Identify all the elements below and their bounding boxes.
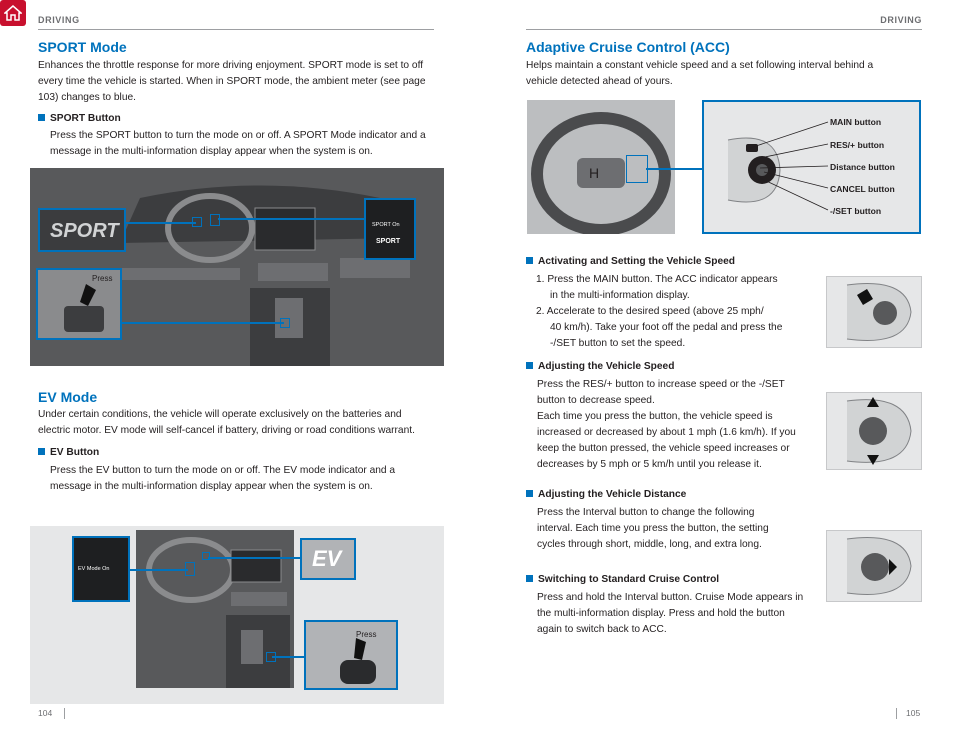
acc-section-heading: Activating and Setting the Vehicle Speed (526, 255, 735, 269)
ev-button-heading: EV Button (38, 446, 99, 460)
left-running-head: DRIVING (38, 15, 80, 25)
ev-indicator-callout: EV Mode On (72, 536, 130, 602)
left-page-number: 104 (38, 708, 53, 718)
sport-indicator-callout: SPORT On SPORT (364, 198, 416, 260)
sport-marker (210, 214, 220, 226)
sport-press-label: Press (92, 274, 113, 283)
acc-step-line: -/SET button to set the speed. (550, 338, 686, 349)
acc-label-main: MAIN button (830, 117, 882, 127)
ev-button-text: Press the EV button to turn the mode on … (50, 465, 396, 492)
bullet-square (526, 575, 533, 582)
ev-press-label: Press (356, 630, 377, 639)
steering-wheel-illustration: H (527, 100, 675, 234)
sport-logo-callout: SPORT (38, 208, 126, 252)
acc-thumbnail-distance (826, 530, 922, 602)
home-button[interactable] (0, 0, 26, 26)
ev-press-arrow-icon (340, 638, 376, 684)
acc-label-res: RES/+ button (830, 140, 885, 150)
acc-paragraph: Press the RES/+ button to increase speed… (537, 379, 785, 406)
acc-marker (626, 155, 648, 183)
acc-label-cancel: CANCEL button (830, 184, 895, 194)
acc-switch-cluster-icon (727, 137, 781, 203)
ev-marker (185, 562, 195, 576)
sport-button-heading: SPORT Button (38, 112, 121, 126)
ev-intro: Under certain conditions, the vehicle wi… (38, 409, 415, 436)
footer-divider (896, 708, 897, 719)
ev-title: EV Mode (38, 389, 98, 405)
svg-text:H: H (589, 165, 599, 181)
acc-step-line: in the multi-information display. (550, 290, 690, 301)
ev-button-callout: Press (304, 620, 398, 690)
bullet-square (526, 257, 533, 264)
acc-paragraph: Press the Interval button to change the … (537, 507, 769, 550)
distance-button-press-icon (846, 537, 912, 595)
sport-marker (192, 217, 202, 227)
res-set-press-icon (846, 397, 912, 465)
acc-leader-lines (750, 121, 829, 211)
acc-thumbnail-speed (826, 392, 922, 470)
ev-mode-on-indicator: EV Mode On (78, 566, 110, 572)
acc-step-line: 2. Accelerate to the desired speed (abov… (536, 306, 764, 317)
acc-intro: Helps maintain a constant vehicle speed … (526, 60, 874, 87)
sport-display-text: SPORT (376, 238, 401, 245)
acc-thumbnail-main (826, 276, 922, 348)
ev-dashboard-illustration (136, 530, 294, 688)
acc-label-distance: Distance button (830, 162, 895, 172)
sport-button-text: Press the SPORT button to turn the mode … (50, 130, 426, 157)
ev-logo: EV (312, 546, 342, 571)
main-button-press-icon (846, 283, 912, 341)
acc-label-set: -/SET button (830, 206, 882, 216)
right-page-number: 105 (906, 708, 921, 718)
acc-steering-photo: H (527, 100, 675, 234)
sport-button-callout: Press (36, 268, 122, 340)
acc-section-heading: Adjusting the Vehicle Distance (526, 488, 686, 502)
ev-logo-callout: EV (300, 538, 356, 580)
bullet-square (38, 114, 45, 121)
acc-section-heading: Switching to Standard Cruise Control (526, 573, 719, 587)
acc-step-line: 1. Press the MAIN button. The ACC indica… (536, 274, 778, 285)
bullet-square (526, 490, 533, 497)
home-icon (4, 5, 22, 21)
acc-paragraph: Press and hold the Interval button. Crui… (537, 592, 804, 635)
acc-step-line: 40 km/h). Take your foot off the pedal a… (550, 322, 783, 333)
sport-title: SPORT Mode (38, 39, 127, 55)
acc-paragraph: Each time you press the button, the vehi… (537, 411, 796, 470)
sport-on-indicator: SPORT On (372, 222, 400, 228)
sport-marker (280, 318, 290, 328)
ev-dashboard-photo (136, 530, 294, 688)
acc-buttons-callout (702, 100, 921, 234)
bullet-square (38, 448, 45, 455)
right-header-rule (526, 29, 922, 30)
acc-section-heading: Adjusting the Vehicle Speed (526, 360, 674, 374)
sport-logo: SPORT (50, 220, 119, 242)
acc-title: Adaptive Cruise Control (ACC) (526, 39, 730, 55)
ev-marker (266, 652, 276, 662)
right-running-head: DRIVING (880, 15, 922, 25)
footer-divider (64, 708, 65, 719)
sport-press-arrow-icon (64, 284, 104, 332)
left-header-rule (38, 29, 434, 30)
sport-intro: Enhances the throttle response for more … (38, 60, 426, 103)
ev-marker (202, 552, 210, 560)
bullet-square (526, 362, 533, 369)
